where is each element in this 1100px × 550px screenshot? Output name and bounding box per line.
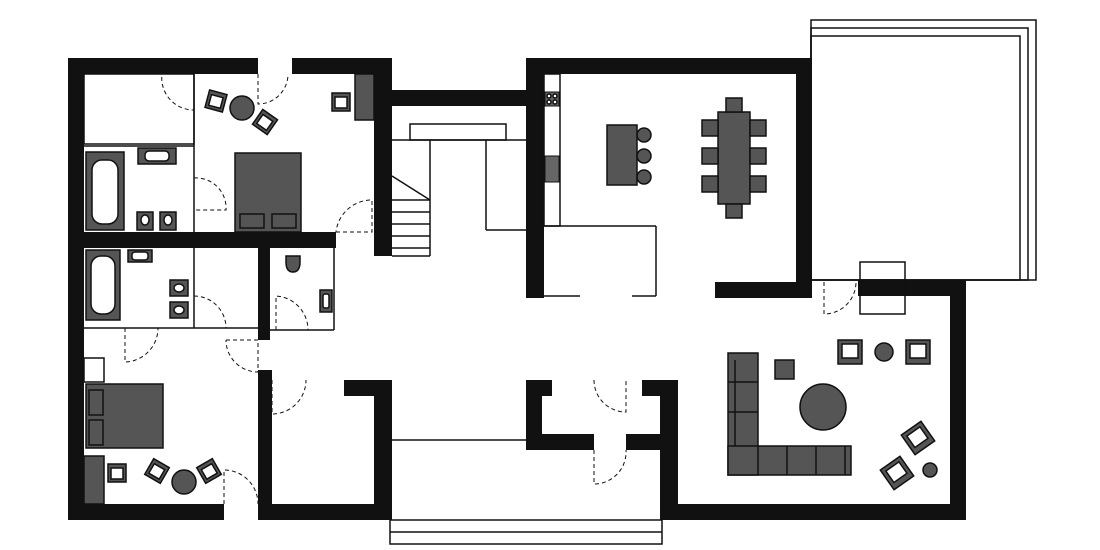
dining-chair: [701, 147, 719, 165]
walls: [68, 58, 966, 520]
stair-hall: [391, 123, 526, 257]
toilet: [285, 255, 301, 273]
armchair: [143, 457, 171, 485]
armchair: [900, 420, 936, 456]
double-bed: [85, 383, 164, 449]
toilet: [136, 211, 154, 231]
armchair: [837, 339, 863, 365]
bathroom-middle: [84, 248, 258, 363]
desk-chair: [331, 92, 351, 112]
side-table: [874, 342, 894, 362]
wc: [270, 248, 335, 331]
bedroom-lower: [83, 339, 307, 505]
double-bed: [234, 152, 302, 233]
living-room: [727, 261, 938, 491]
sink: [137, 147, 177, 165]
armchair: [251, 108, 279, 136]
bar-stool: [636, 148, 652, 164]
bidet: [159, 211, 177, 231]
coffee-table: [799, 383, 847, 431]
bar-stool: [636, 169, 652, 185]
dining-chair: [749, 175, 767, 193]
dining-chair: [749, 147, 767, 165]
wardrobe: [83, 455, 105, 505]
armchair: [879, 455, 915, 491]
armchair: [905, 339, 931, 365]
kitchen-counter: [543, 73, 561, 227]
bidet: [169, 301, 189, 319]
sink: [319, 289, 333, 313]
kitchen-island: [606, 124, 638, 186]
dining-chair: [701, 175, 719, 193]
round-side-table: [171, 469, 197, 495]
desk-chair: [107, 463, 127, 483]
armchair: [195, 457, 223, 485]
dining-chair: [725, 203, 743, 219]
bathtub: [85, 249, 121, 321]
dining-table: [717, 111, 751, 205]
sink: [127, 249, 153, 263]
bedroom-upper: [83, 73, 375, 233]
kitchen-dining: [543, 73, 767, 297]
round-side-table: [229, 95, 255, 121]
entrance-steps: [389, 439, 663, 545]
armchair: [204, 89, 228, 113]
dining-chair: [701, 119, 719, 137]
toilet: [169, 279, 189, 297]
wardrobe: [354, 73, 375, 121]
corner-sofa: [727, 352, 852, 476]
dining-chair: [749, 119, 767, 137]
terrace: [810, 19, 1037, 281]
bathroom-upper: [84, 145, 194, 231]
bathtub: [85, 151, 125, 231]
bar-stool: [636, 127, 652, 143]
doors-lower-middle: [593, 379, 627, 485]
ottoman: [774, 359, 795, 380]
staircase: [391, 140, 526, 257]
side-table: [922, 462, 938, 478]
dining-chair: [725, 97, 743, 113]
